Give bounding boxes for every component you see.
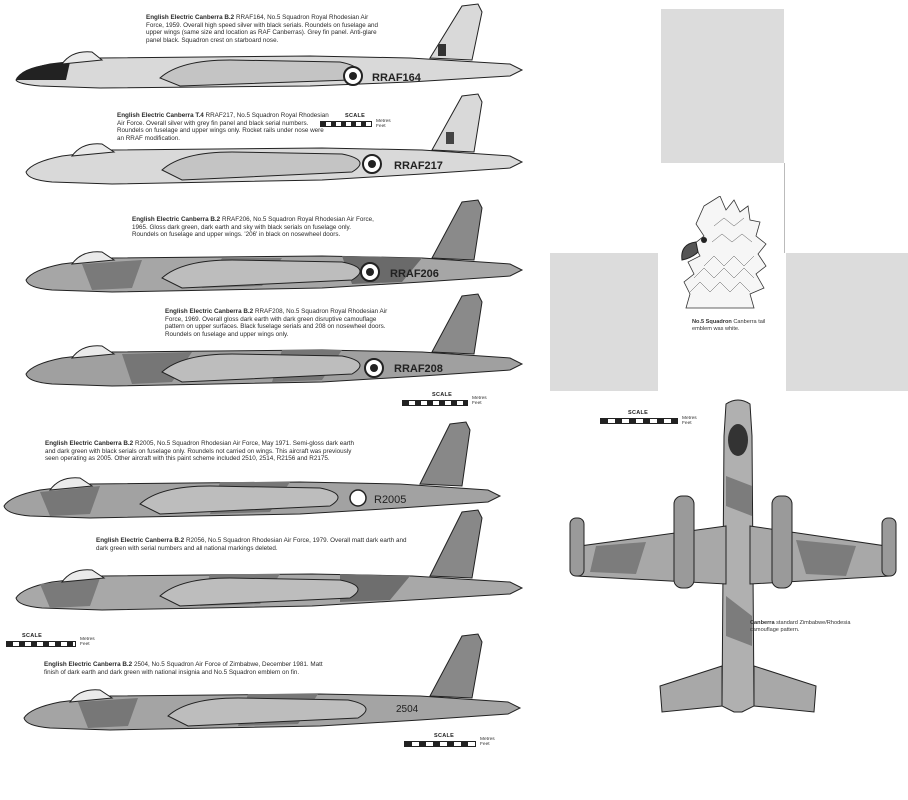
- emblem-note-title: No.5 Squadron: [692, 319, 732, 325]
- scale-label-1: SCALE: [345, 113, 366, 119]
- scale-label-3: SCALE: [22, 633, 43, 639]
- serial-4: RRAF208: [394, 363, 443, 375]
- feet-label: Feet: [376, 124, 386, 130]
- caption-4: English Electric Canberra B.2 RRAF208, N…: [165, 308, 391, 338]
- caption-1-title: English Electric Canberra B.2: [146, 14, 235, 21]
- feet-label: Feet: [80, 642, 90, 648]
- plan-note: Canberra standard Zimbabwe/Rhodesia camo…: [750, 620, 870, 633]
- emblem-note: No.5 Squadron Canberra tail emblem was w…: [692, 319, 772, 332]
- caption-6-text: R2056, No.5 Squadron Rhodesian Air Force…: [96, 537, 407, 552]
- caption-6-title: English Electric Canberra B.2: [96, 537, 185, 544]
- scale-label-2: SCALE: [432, 392, 453, 398]
- aircraft-side-7: 2504: [23, 633, 522, 731]
- scale-ruler-3: [6, 641, 76, 647]
- caption-2-text: RRAF217, No.5 Squadron Royal Rhodesian A…: [117, 112, 329, 142]
- plan-note-text: standard Zimbabwe/Rhodesia camouflage pa…: [750, 620, 851, 633]
- feet-label: Feet: [480, 742, 490, 748]
- serial-3: RRAF206: [390, 268, 439, 280]
- caption-2: English Electric Canberra T.4 RRAF217, N…: [117, 112, 330, 142]
- aircraft-side-2: RRAF217: [25, 93, 524, 185]
- serial-7: 2504: [396, 704, 419, 715]
- caption-6: English Electric Canberra B.2 R2056, No.…: [96, 537, 418, 552]
- aircraft-plan-view: [569, 399, 897, 713]
- eagle-emblem-icon: [681, 196, 767, 309]
- grey-panel-right: [786, 253, 908, 391]
- scale-ruler-4: [404, 741, 476, 747]
- aircraft-side-4: RRAF208: [25, 293, 524, 387]
- scale-label-4: SCALE: [434, 733, 455, 739]
- aircraft-side-1: RRAF164: [15, 3, 524, 89]
- scale-ruler-5: [600, 418, 678, 424]
- aircraft-side-3: RRAF206: [25, 199, 524, 293]
- feet-label: Feet: [682, 421, 692, 427]
- caption-4-title: English Electric Canberra B.2: [165, 308, 254, 315]
- plan-note-title: Canberra: [750, 620, 775, 626]
- scale-ruler-2: [402, 400, 468, 406]
- metres-label: Metres: [376, 119, 391, 124]
- aircraft-side-6: [15, 509, 524, 611]
- grey-panel-top: [661, 9, 784, 163]
- feet-label: Feet: [472, 401, 482, 407]
- serial-1: RRAF164: [372, 72, 422, 84]
- metres-label: Metres: [80, 637, 95, 642]
- caption-5: English Electric Canberra B.2 R2005, No.…: [45, 440, 363, 463]
- serial-5: R2005: [374, 494, 406, 506]
- caption-1: English Electric Canberra B.2 RRAF164, N…: [146, 14, 384, 44]
- vertical-rule: [784, 163, 785, 253]
- metres-label: Metres: [682, 416, 697, 421]
- caption-5-text: R2005, No.5 Squadron Rhodesian Air Force…: [45, 440, 355, 463]
- grey-panel-left: [550, 253, 658, 391]
- scale-label-5: SCALE: [628, 410, 649, 416]
- caption-3-title: English Electric Canberra B.2: [132, 216, 221, 223]
- caption-4-text: RRAF208, No.5 Squadron Royal Rhodesian A…: [165, 308, 388, 338]
- emblem-note-text: Canberra tail emblem was white.: [692, 319, 766, 332]
- caption-3: English Electric Canberra B.2 RRAF206, N…: [132, 216, 378, 239]
- caption-7-title: English Electric Canberra B.2: [44, 661, 133, 668]
- metres-label: Metres: [480, 737, 495, 742]
- caption-5-title: English Electric Canberra B.2: [45, 440, 134, 447]
- serial-2: RRAF217: [394, 160, 443, 172]
- scale-ruler-1: [320, 121, 372, 127]
- caption-1-text: RRAF164, No.5 Squadron Royal Rhodesian A…: [146, 14, 379, 44]
- metres-label: Metres: [472, 396, 487, 401]
- caption-7-text: 2504, No.5 Squadron Air Force of Zimbabw…: [44, 661, 323, 676]
- caption-2-title: English Electric Canberra T.4: [117, 112, 204, 119]
- caption-3-text: RRAF206, No.5 Squadron Royal Rhodesian A…: [132, 216, 374, 239]
- caption-7: English Electric Canberra B.2 2504, No.5…: [44, 661, 330, 676]
- aircraft-side-5: R2005: [3, 421, 502, 519]
